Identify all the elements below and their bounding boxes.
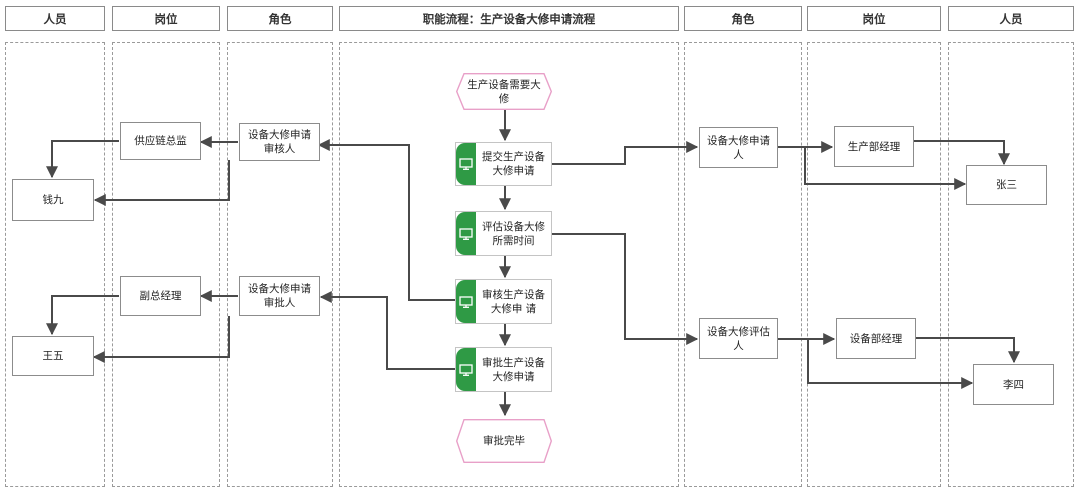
monitor-icon: [459, 227, 473, 240]
task-approve-application: 审批生产设备大修申请: [455, 347, 552, 392]
header-left-role: 角色: [227, 6, 333, 31]
post-vice-general-manager: 副总经理: [120, 276, 201, 316]
task-tab: [456, 143, 476, 185]
lane-left-post: [112, 42, 220, 487]
role-maintenance-approver: 设备大修申请审批人: [239, 276, 320, 316]
role-maintenance-reviewer: 设备大修申请审核人: [239, 123, 320, 161]
lane-right-post: [807, 42, 941, 487]
lane-left-role: [227, 42, 333, 487]
arrow-evaluator-lisi: [807, 339, 974, 389]
arrow-eqmgr-lisi: [916, 337, 1020, 364]
lane-right-role: [684, 42, 802, 487]
person-qianjiu: 钱九: [12, 179, 94, 221]
role-maintenance-applicant: 设备大修申请人: [699, 127, 778, 168]
arrow-vgm-wangwu: [46, 295, 119, 336]
lane-left-person: [5, 42, 105, 487]
arrow-reviewer-qianjiu: [93, 160, 230, 206]
task-review-application: 审核生产设备大修申 请: [455, 279, 552, 324]
header-right-post: 岗位: [807, 6, 941, 31]
person-wangwu: 王五: [12, 336, 94, 376]
post-production-manager: 生产部经理: [834, 126, 914, 167]
task-tab: [456, 212, 476, 255]
header-right-person: 人员: [948, 6, 1074, 31]
task-tab: [456, 348, 476, 391]
arrow-task3-reviewer: [317, 139, 455, 301]
monitor-icon: [459, 158, 473, 170]
role-maintenance-evaluator: 设备大修评估人: [699, 318, 778, 359]
task-submit-application: 提交生产设备大修申请: [455, 142, 552, 186]
lane-right-person: [948, 42, 1074, 487]
post-supply-chain-director: 供应链总监: [120, 122, 201, 160]
flow-start-terminal: 生产设备需要大修: [456, 73, 552, 110]
header-left-person: 人员: [5, 6, 105, 31]
arrow-prodmgr-zhangsan: [914, 140, 1010, 166]
person-zhangsan: 张三: [966, 165, 1047, 205]
arrow-task2-evaluator: [552, 233, 699, 345]
post-equipment-manager: 设备部经理: [836, 318, 916, 359]
arrow-scd-qianjiu: [46, 140, 119, 179]
monitor-icon: [459, 363, 473, 376]
header-left-post: 岗位: [112, 6, 220, 31]
task-evaluate-time: 评估设备大修所需时间: [455, 211, 552, 256]
arrow-task1-applicant: [552, 141, 699, 165]
arrow-applicant-zhangsan: [804, 147, 967, 190]
arrow-approver-wangwu: [92, 316, 230, 363]
person-lisi: 李四: [973, 364, 1054, 405]
arrow-task4-approver: [319, 291, 455, 370]
monitor-icon: [459, 295, 473, 308]
flow-end-terminal: 审批完毕: [456, 419, 552, 463]
task-tab: [456, 280, 476, 323]
header-flow: 职能流程：生产设备大修申请流程: [339, 6, 679, 31]
header-right-role: 角色: [684, 6, 802, 31]
lane-flow: [339, 42, 679, 487]
